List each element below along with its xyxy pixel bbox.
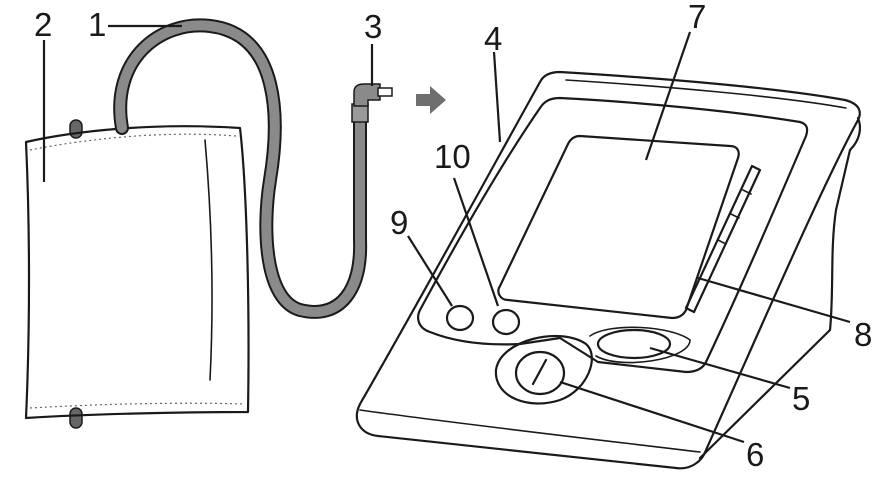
indicator-strip-outline	[684, 164, 762, 314]
callout-8: 8	[854, 316, 872, 353]
cuff-top-tab	[69, 119, 83, 139]
callout-3: 3	[364, 8, 382, 45]
memory-button-right	[491, 308, 521, 336]
leader-4	[492, 51, 502, 143]
cuff-body	[24, 125, 250, 420]
power-start-button	[494, 334, 593, 405]
arm-cuff	[24, 119, 250, 429]
monitor-front-edge	[359, 409, 701, 453]
leader-9	[407, 235, 453, 307]
insert-arrow-icon	[416, 86, 446, 114]
leader-10	[452, 177, 500, 307]
air-tube-inner	[115, 20, 366, 317]
leader-5	[649, 346, 791, 390]
air-tube	[113, 18, 368, 319]
monitor-side-body	[698, 116, 861, 460]
callout-9: 9	[390, 204, 408, 241]
indicator-strip	[684, 164, 762, 314]
leader-7	[644, 31, 692, 161]
callout-1: 1	[88, 6, 106, 43]
lcd-display	[497, 134, 740, 320]
leader-6	[559, 380, 745, 444]
cuff-bottom-stitch	[29, 402, 245, 409]
set-button-recess	[589, 326, 691, 364]
callout-6: 6	[746, 436, 764, 473]
monitor-rim-inner	[565, 79, 847, 109]
callout-2: 2	[34, 6, 52, 43]
memory-button-left	[445, 304, 475, 332]
callout-10: 10	[434, 138, 471, 175]
monitor-top-face	[355, 70, 861, 470]
callout-7: 7	[688, 0, 706, 35]
connector-elbow	[353, 83, 381, 107]
callout-4: 4	[484, 20, 502, 57]
callout-5: 5	[792, 380, 810, 417]
monitor-unit	[355, 70, 861, 470]
monitor-panel-recess	[417, 96, 809, 374]
cuff-bottom-tab	[69, 407, 83, 429]
air-tube-outer	[113, 18, 368, 319]
set-button	[596, 328, 672, 360]
power-button-recess	[494, 334, 593, 405]
indicator-divider-2	[730, 213, 740, 219]
power-symbol-icon	[531, 358, 548, 386]
air-connector-plug	[351, 83, 393, 123]
cuff-fold-line	[204, 139, 213, 381]
leader-8	[697, 276, 851, 324]
connector-tip	[377, 87, 393, 97]
indicator-divider-3	[717, 239, 727, 245]
cuff-top-stitch	[29, 133, 237, 151]
indicator-divider-1	[742, 189, 752, 195]
power-button-cap	[514, 350, 566, 396]
